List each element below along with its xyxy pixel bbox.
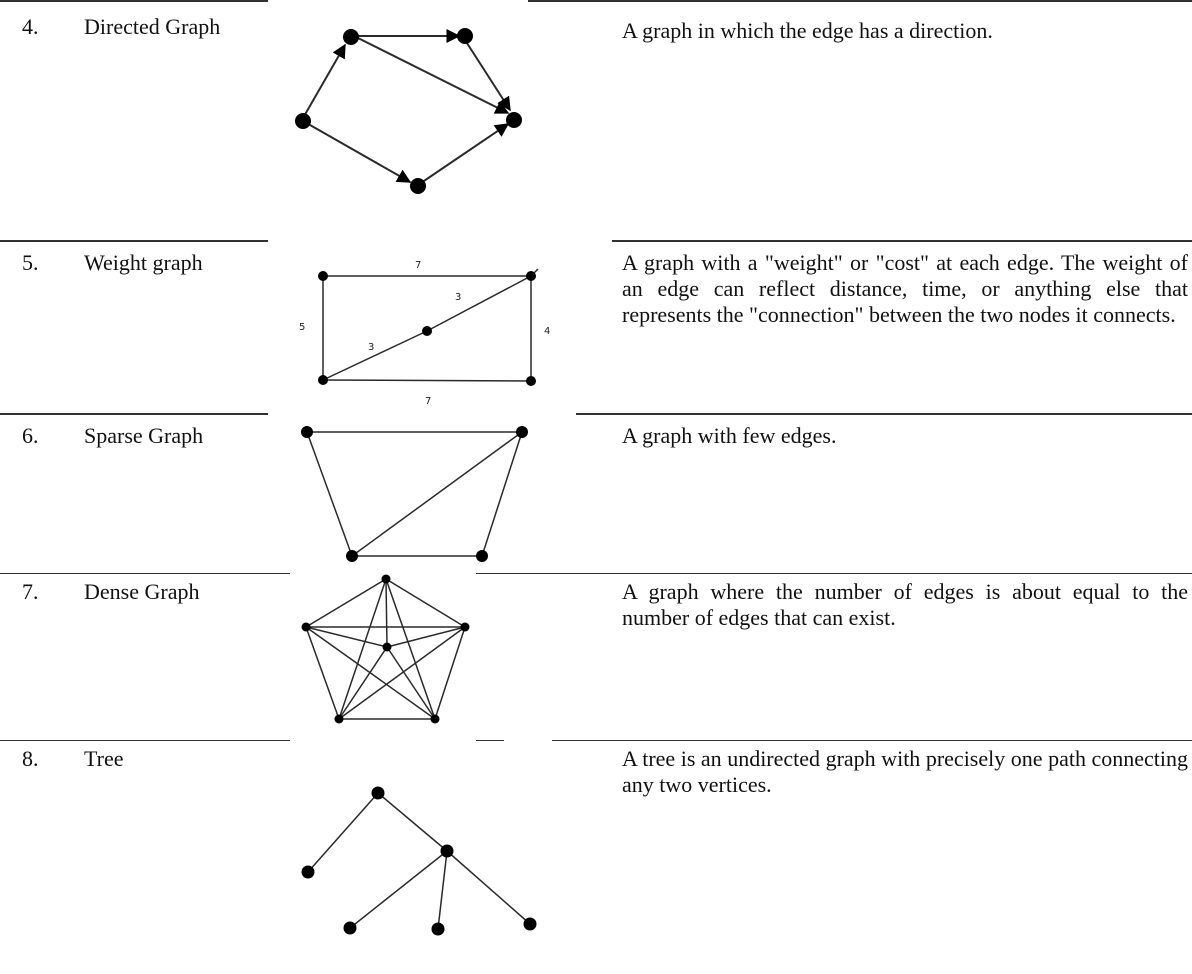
row-divider-top	[528, 0, 1192, 2]
row-number: 8.	[22, 746, 39, 771]
term-description: A graph in which the edge has a directio…	[622, 18, 993, 43]
graph-edge	[338, 646, 388, 720]
graph-edge	[302, 120, 412, 183]
graph-edge	[351, 431, 523, 557]
term-description: A tree is an undirected graph with preci…	[622, 746, 1188, 797]
graph-edge	[446, 850, 531, 925]
graph-node	[371, 786, 385, 800]
row-divider-top	[0, 0, 268, 2]
graph-edge	[349, 850, 448, 929]
row-divider	[476, 573, 1192, 574]
graph-edge	[481, 431, 523, 557]
graph-edge	[434, 626, 466, 720]
row-divider	[612, 240, 1192, 242]
graph-node	[516, 426, 528, 438]
graph-node	[430, 714, 440, 724]
edge-weight-label: 4	[544, 326, 550, 337]
row-number: 5.	[22, 250, 39, 275]
graph-edge	[386, 646, 436, 720]
graph-edge	[338, 626, 466, 720]
row-divider	[0, 573, 290, 574]
graph-edge	[322, 330, 428, 381]
graph-edge	[307, 792, 379, 873]
row-divider	[0, 740, 290, 741]
row-divider	[552, 740, 1192, 741]
row-number: 4.	[22, 14, 39, 39]
graph-node	[422, 326, 432, 336]
row-divider	[0, 240, 268, 242]
graph-edge	[306, 431, 353, 557]
row-number: 7.	[22, 579, 39, 604]
graph-node	[301, 622, 311, 632]
graph-edge	[305, 626, 388, 648]
dense-graph-diagram	[301, 574, 470, 724]
term-name: Directed Graph	[84, 14, 221, 39]
row-divider	[576, 413, 1192, 415]
directed-graph-diagram	[295, 28, 522, 194]
row-divider	[476, 740, 504, 741]
graph-edge	[437, 850, 448, 930]
graph-node	[410, 178, 426, 194]
graph-node	[476, 550, 488, 562]
graph-edge	[426, 275, 532, 332]
graph-node	[440, 844, 454, 858]
graph-edge	[385, 578, 436, 720]
sparse-graph-diagram	[301, 426, 528, 562]
graph-node	[460, 622, 470, 632]
graph-node	[318, 271, 328, 281]
term-name: Sparse Graph	[84, 423, 204, 448]
graph-edge	[322, 379, 532, 382]
graph-node	[382, 642, 392, 652]
graph-node	[346, 550, 358, 562]
graph-edge	[302, 43, 346, 119]
row-divider	[0, 413, 268, 415]
graph-node	[301, 865, 315, 879]
graph-edge	[385, 578, 466, 628]
graph-node	[506, 112, 522, 128]
graph-node	[318, 375, 328, 385]
edge-weight-label: 3	[455, 292, 461, 303]
edge-weight-label: 3	[368, 342, 374, 353]
graph-node	[334, 714, 344, 724]
graph-edge	[305, 578, 387, 628]
graph-node	[381, 574, 391, 584]
edge-weight-label: 7	[415, 260, 421, 271]
edge-weight-label: 7	[425, 396, 431, 407]
graph-node	[457, 28, 473, 44]
term-description: A graph with few edges.	[622, 423, 837, 448]
graph-edge	[305, 626, 340, 720]
graph-node	[523, 917, 537, 931]
graph-edge	[464, 39, 511, 112]
term-name: Tree	[84, 746, 124, 771]
graph-edge	[357, 37, 510, 114]
graph-edge	[385, 578, 388, 648]
weight-graph-diagram: 7 3 5 4 3 7	[299, 260, 550, 407]
graph-node	[343, 29, 359, 45]
graph-edge	[338, 578, 387, 720]
graph-edge	[417, 123, 510, 186]
term-description: A graph where the number of edges is abo…	[622, 579, 1188, 630]
term-description: A graph with a "weight" or "cost" at eac…	[622, 250, 1188, 327]
graph-node	[526, 376, 536, 386]
graph-node	[301, 426, 313, 438]
graph-edge	[377, 792, 448, 852]
term-name: Dense Graph	[84, 579, 200, 604]
graph-edge	[386, 626, 466, 648]
term-name: Weight graph	[84, 250, 203, 275]
graph-node	[526, 271, 536, 281]
graph-node	[343, 921, 357, 935]
row-number: 6.	[22, 423, 39, 448]
edge-weight-label: 5	[299, 322, 305, 333]
graph-node	[431, 922, 445, 936]
tree-diagram	[301, 786, 537, 936]
graph-node	[295, 113, 311, 129]
